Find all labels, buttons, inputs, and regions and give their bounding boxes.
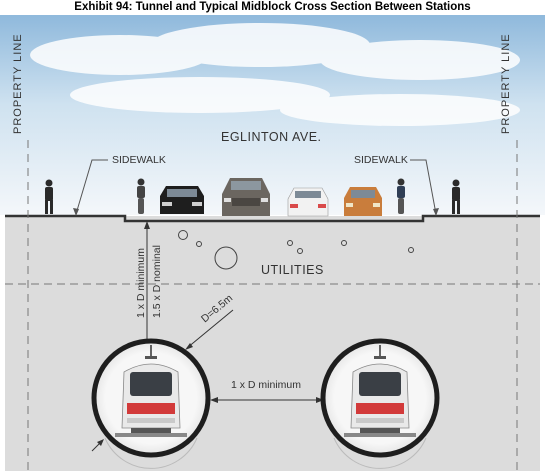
car-orange [344, 187, 382, 216]
cyclist-left [137, 178, 145, 214]
car-black [160, 186, 204, 214]
cyclist-right [397, 178, 405, 214]
train-right [350, 363, 410, 433]
pedestrian-right [452, 179, 460, 214]
sidewalk-right-label: SIDEWALK [354, 154, 408, 166]
car-white [287, 187, 329, 217]
train-left [121, 363, 181, 433]
sidewalk-left-leader [75, 159, 108, 215]
sidewalk-right-leader [410, 159, 437, 215]
tunnel-right [320, 338, 440, 469]
clouds [30, 23, 520, 126]
property-line-right-label: PROPERTY LINE [500, 33, 512, 134]
diameter-dimension [186, 309, 234, 349]
pedestrian-left [45, 179, 53, 214]
street-name-label: EGLINTON AVE. [221, 130, 322, 144]
depth-minimum-label: 1 x D minimum [135, 247, 147, 318]
tunnel-left [91, 338, 211, 469]
depth-nominal-label: 1.5 x D nominal [151, 245, 163, 318]
pickup-truck [222, 178, 270, 216]
diagram-title: Exhibit 94: Tunnel and Typical Midblock … [74, 1, 471, 13]
road-surface [5, 214, 540, 223]
ground [5, 216, 540, 471]
sidewalk-left-label: SIDEWALK [112, 154, 166, 166]
utilities-label: UTILITIES [261, 263, 324, 277]
utility-pipes [178, 230, 414, 270]
tunnel-spacing-label: 1 x D minimum [231, 379, 302, 391]
property-line-left-label: PROPERTY LINE [12, 33, 24, 134]
